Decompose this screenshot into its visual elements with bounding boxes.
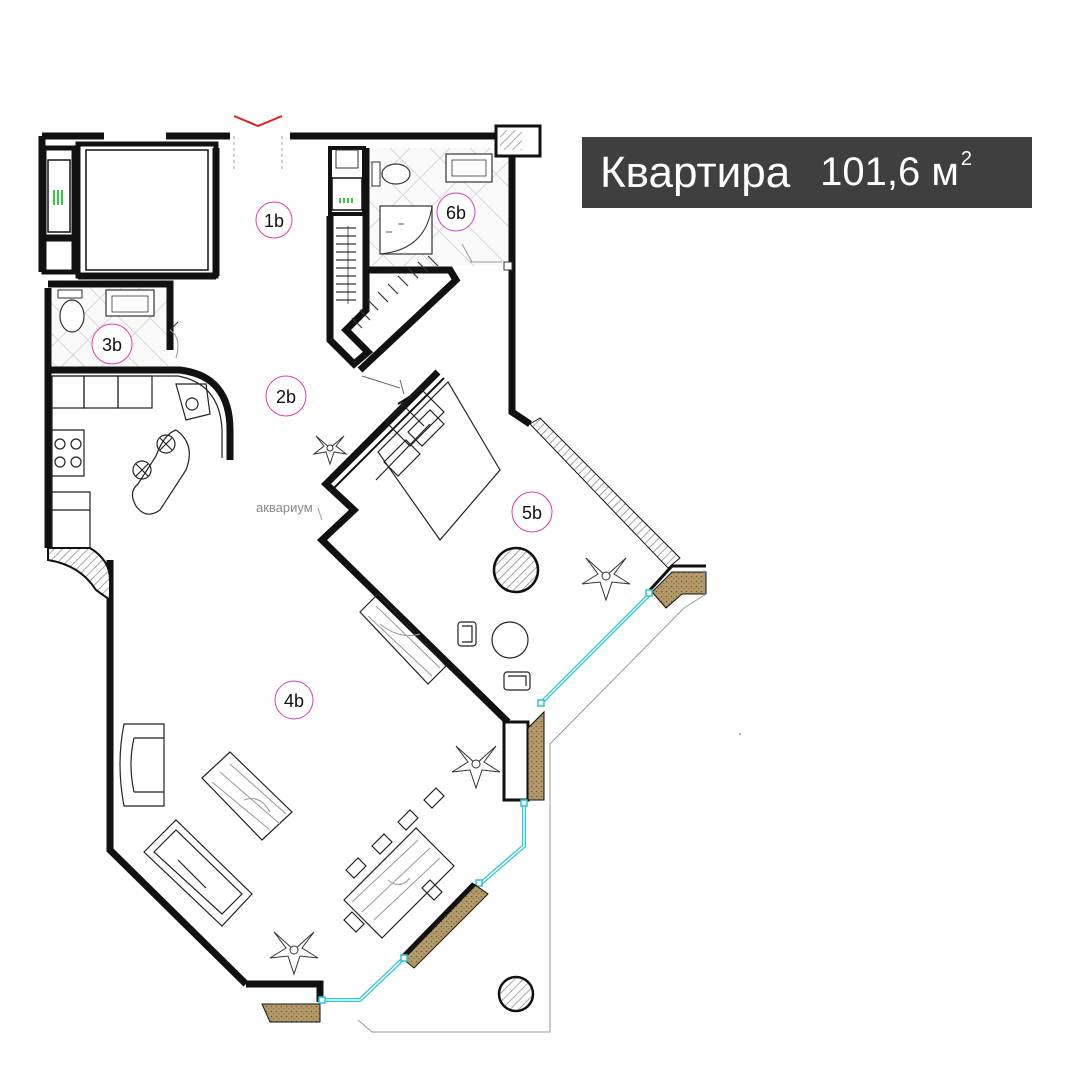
room-labels: 1b 2b 3b 4b 5b 6b аквариум: [91, 192, 553, 720]
plant-icon: [451, 745, 501, 790]
area-unit-superscript: 2: [960, 148, 973, 170]
aquarium-label: аквариум: [256, 500, 313, 515]
wardrobe: [326, 216, 461, 395]
entry-arrow-icon: [233, 115, 283, 128]
room-marker-1b: 1b: [255, 201, 293, 239]
bathroom-3b-fixtures: [57, 289, 179, 359]
exterior-windows: [318, 564, 741, 1033]
room-marker-3b: 3b: [91, 323, 133, 365]
living-furniture: [119, 593, 455, 939]
plant-icon: [312, 435, 348, 466]
bedroom-furniture: [375, 381, 540, 691]
room-marker-4b: 4b: [274, 680, 314, 720]
room-label-2b: 2b: [276, 387, 296, 407]
title-word: Квартира: [600, 147, 791, 197]
room-label-3b: 3b: [102, 335, 122, 355]
room-label-4b: 4b: [284, 691, 304, 711]
room-marker-5b: 5b: [511, 491, 553, 533]
room-label-5b: 5b: [522, 503, 542, 523]
bedroom-walls: [316, 369, 511, 725]
plant-icon: [581, 557, 631, 602]
room-label-6b: 6b: [446, 203, 466, 223]
shaft-block: [41, 141, 220, 350]
room-marker-2b: 2b: [265, 375, 307, 417]
area-value: 101,6 м: [820, 150, 959, 194]
plant-icons: [269, 435, 631, 976]
kitchen: [48, 366, 234, 548]
plant-icon: [269, 931, 319, 976]
room-marker-6b: 6b: [436, 192, 476, 232]
room-label-1b: 1b: [264, 211, 284, 231]
